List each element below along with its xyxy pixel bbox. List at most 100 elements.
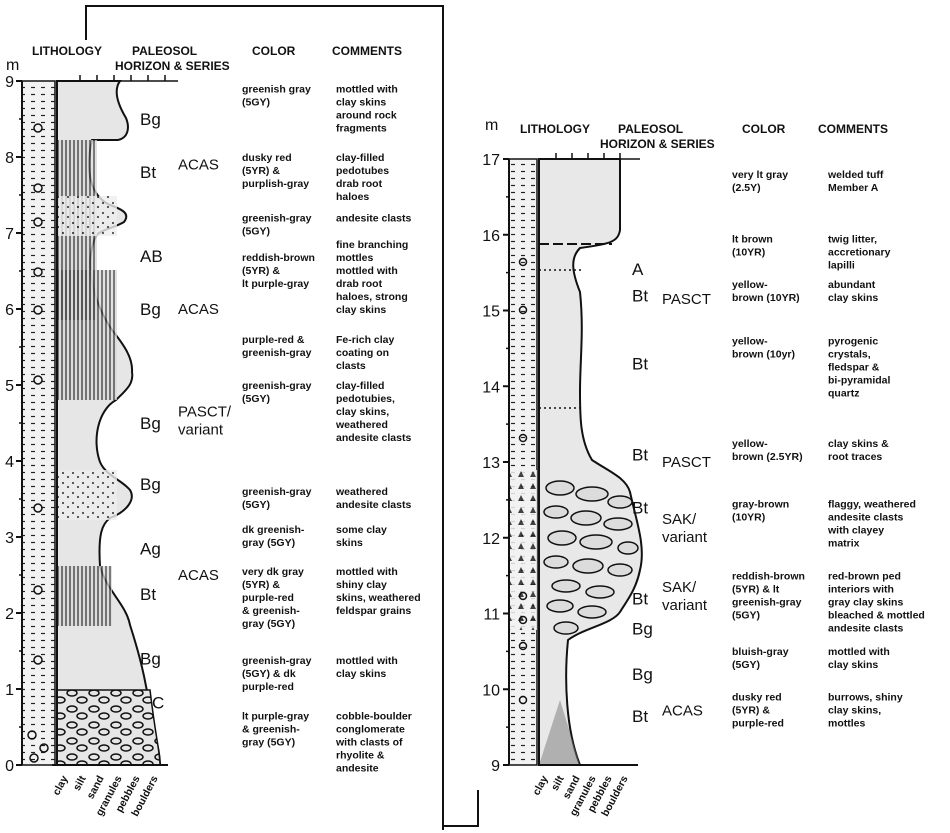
comment-note: skins bbox=[336, 537, 363, 549]
comment-note: andesite clasts bbox=[336, 432, 411, 444]
depth-tick-label: 17 bbox=[482, 152, 500, 169]
comment-note: shiny clay bbox=[336, 579, 387, 591]
color-note: bluish-gray bbox=[732, 646, 789, 658]
comment-note: mottled with bbox=[336, 83, 398, 95]
horizon-label: Bg bbox=[140, 300, 161, 319]
color-note: (5GY) & dk bbox=[242, 668, 296, 680]
color-note: purple-red bbox=[732, 718, 784, 730]
color-note: & greenish- bbox=[242, 605, 300, 617]
comments-header: COMMENTS bbox=[332, 44, 402, 58]
color-note: greenish-gray bbox=[242, 347, 312, 359]
color-note: & greenish- bbox=[242, 723, 300, 735]
horizon-label: Bt bbox=[632, 355, 648, 374]
color-note: brown (10yr) bbox=[732, 349, 795, 361]
comment-note: lapilli bbox=[828, 259, 855, 271]
series-label: variant bbox=[178, 422, 224, 439]
comment-note: andesite clasts bbox=[828, 511, 903, 523]
comment-note: matrix bbox=[828, 537, 860, 549]
comment-note: red-brown ped bbox=[828, 570, 901, 582]
comment-note: fledspar & bbox=[828, 362, 880, 374]
grain-size-label: silt bbox=[71, 773, 89, 792]
comment-note: clay skins bbox=[336, 96, 386, 108]
comment-note: flaggy, weathered bbox=[828, 498, 916, 510]
horizon-series-header: HORIZON & SERIES bbox=[600, 137, 715, 151]
color-note: dusky red bbox=[732, 692, 782, 704]
stippled-fill-bg bbox=[57, 470, 117, 520]
color-note: gray (5GY) bbox=[242, 618, 295, 630]
comment-note: pyrogenic bbox=[828, 336, 878, 348]
color-note: greenish gray bbox=[242, 83, 311, 95]
vertical-mottle-fill-lower bbox=[57, 566, 112, 626]
depth-tick-label: 9 bbox=[5, 74, 14, 91]
comment-note: clay skins bbox=[828, 292, 878, 304]
comment-note: bi-pyramidal bbox=[828, 375, 891, 387]
series-label: SAK/ bbox=[662, 511, 697, 528]
lithology-column bbox=[21, 80, 56, 766]
comment-note: rhyolite & bbox=[336, 749, 385, 761]
comment-note: clay skins & bbox=[828, 438, 889, 450]
color-note: purple-red bbox=[242, 681, 294, 693]
color-note: brown (10YR) bbox=[732, 292, 800, 304]
paleosol-header: PALEOSOL bbox=[132, 44, 197, 58]
horizon-label: Bt bbox=[140, 163, 156, 182]
depth-tick-label: 7 bbox=[5, 226, 14, 243]
vertical-mottle-fill-mid bbox=[57, 270, 117, 400]
series-label: variant bbox=[662, 597, 708, 614]
color-note: (5GY) bbox=[242, 499, 270, 511]
color-note: lt purple-gray bbox=[242, 278, 309, 290]
color-note: (5GY) bbox=[732, 609, 760, 621]
color-note: dk greenish- bbox=[242, 524, 305, 536]
depth-tick-label: 16 bbox=[482, 228, 500, 245]
horizon-label: Ag bbox=[140, 539, 161, 558]
horizon-label: Bt bbox=[632, 498, 648, 517]
depth-tick-label: 3 bbox=[5, 530, 14, 547]
color-note: yellow- bbox=[732, 279, 768, 291]
comment-note: around rock bbox=[336, 109, 397, 121]
comment-note: crystals, bbox=[828, 349, 871, 361]
lithology-breccia-fill bbox=[509, 470, 537, 630]
comment-note: fragments bbox=[336, 122, 387, 134]
horizon-label: Bt bbox=[632, 445, 648, 464]
comment-note: quartz bbox=[828, 388, 860, 400]
color-note: gray (5GY) bbox=[242, 736, 295, 748]
comment-note: andesite bbox=[336, 762, 379, 774]
series-label: ACAS bbox=[178, 567, 219, 584]
depth-unit: m bbox=[485, 117, 498, 134]
color-header: COLOR bbox=[252, 44, 296, 58]
horizon-label: Bt bbox=[632, 707, 648, 726]
comment-note: twig litter, bbox=[828, 233, 877, 245]
depth-tick-label: 14 bbox=[482, 379, 500, 396]
comment-note: accretionary bbox=[828, 246, 891, 258]
color-note: (5GY) bbox=[242, 226, 270, 238]
series-label: ACAS bbox=[178, 301, 219, 318]
color-note: (5YR) & lt bbox=[732, 583, 780, 595]
color-note: yellow- bbox=[732, 438, 768, 450]
conglomerate-fill bbox=[56, 689, 161, 766]
comment-note: interiors with bbox=[828, 583, 894, 595]
comment-note: some clay bbox=[336, 524, 387, 536]
comment-note: andesite clasts bbox=[336, 213, 411, 225]
comment-note: bleached & mottled bbox=[828, 609, 925, 621]
color-note: greenish-gray bbox=[242, 380, 312, 392]
color-note: reddish-brown bbox=[242, 252, 315, 264]
comment-note: andesite clasts bbox=[336, 499, 411, 511]
comment-note: mottled with bbox=[828, 646, 890, 658]
comment-note: clay-filled bbox=[336, 380, 384, 392]
color-note: very lt gray bbox=[732, 169, 788, 181]
horizon-label: Bg bbox=[632, 665, 653, 684]
color-note: purple-red bbox=[242, 592, 294, 604]
depth-tick-label: 1 bbox=[5, 682, 14, 699]
comment-note: clay skins bbox=[828, 659, 878, 671]
horizon-label: Bg bbox=[140, 414, 161, 433]
depth-tick-label: 10 bbox=[482, 682, 500, 699]
color-note: dusky red bbox=[242, 152, 292, 164]
color-note: (5GY) bbox=[242, 393, 270, 405]
comment-note: haloes, strong bbox=[336, 291, 408, 303]
comment-note: mottles bbox=[828, 718, 866, 730]
